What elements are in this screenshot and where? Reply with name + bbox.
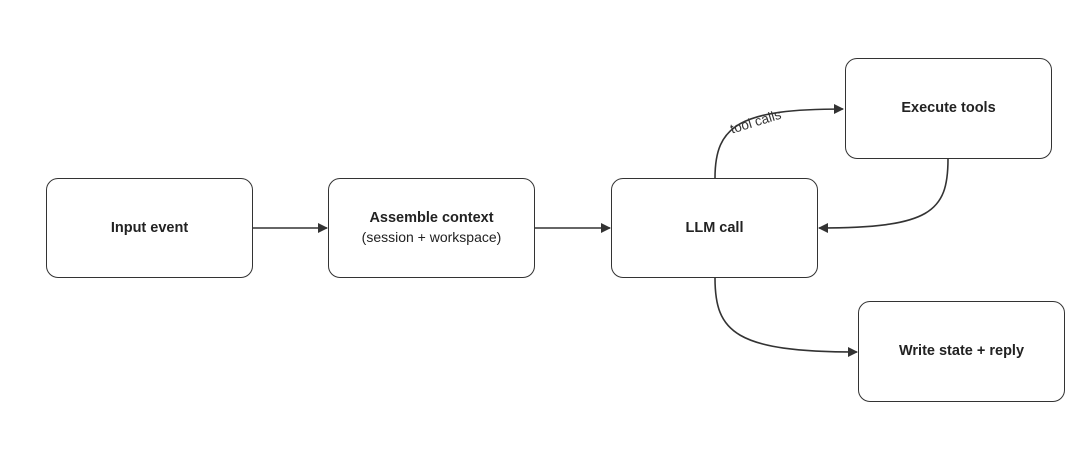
node-llm-call: LLM call [611,178,818,278]
node-input-event-title: Input event [110,219,189,236]
node-assemble-context-title: Assemble context [369,210,494,226]
node-execute-tools: Execute tools [845,58,1052,159]
arrow-llm-to-execute-tools [714,104,844,179]
node-assemble-context: Assemble context (session + workspace) [328,178,535,278]
node-write-state-reply: Write state + reply [858,301,1065,402]
arrow-execute-tools-to-llm [818,158,949,233]
node-input-event: Input event [46,178,253,278]
node-llm-call-title: LLM call [685,219,744,236]
node-write-state-reply-title: Write state + reply [898,343,1025,359]
node-execute-tools-title: Execute tools [901,100,996,116]
tool-calls-label: tool calls [728,107,783,137]
arrow-llm-to-write-state [714,277,858,357]
node-assemble-context-subtitle: (session + workspace) [361,229,502,245]
